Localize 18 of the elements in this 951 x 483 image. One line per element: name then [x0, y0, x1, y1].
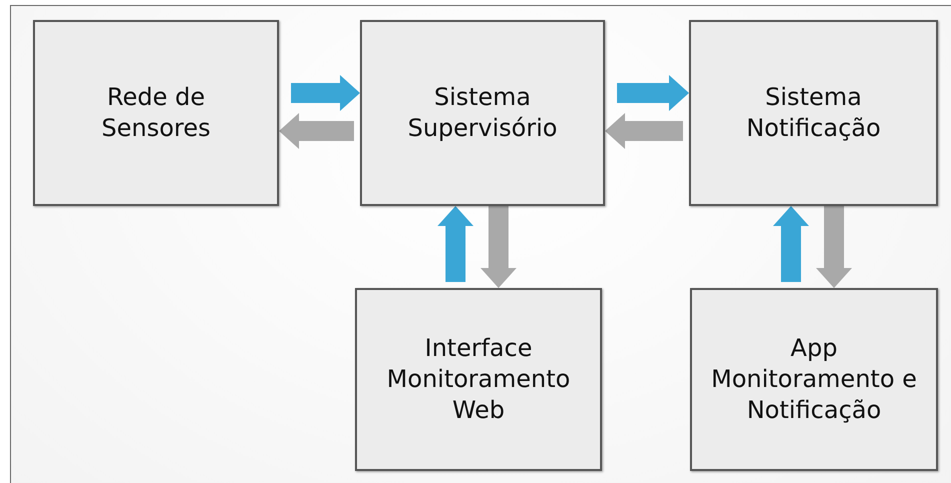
- process-box: [355, 288, 602, 471]
- box-label: Interface Monitoramento Web: [386, 332, 572, 426]
- block-arrow: [773, 206, 809, 282]
- block-arrow: [617, 75, 689, 111]
- block-arrow: [816, 206, 852, 288]
- box-label: Sistema Supervisório: [406, 82, 558, 144]
- block-arrow: [438, 206, 474, 282]
- process-box: [360, 20, 605, 206]
- process-box: [689, 20, 938, 206]
- box-label: Sistema Notificação: [745, 82, 882, 144]
- process-box: [690, 288, 938, 471]
- block-arrow: [480, 206, 516, 288]
- box-label: Rede de Sensores: [100, 82, 212, 144]
- block-arrow: [279, 113, 354, 149]
- process-box: [33, 20, 279, 206]
- block-arrow: [291, 75, 360, 111]
- box-label: App Monitoramento e Notificação: [710, 332, 918, 426]
- block-arrow: [605, 113, 683, 149]
